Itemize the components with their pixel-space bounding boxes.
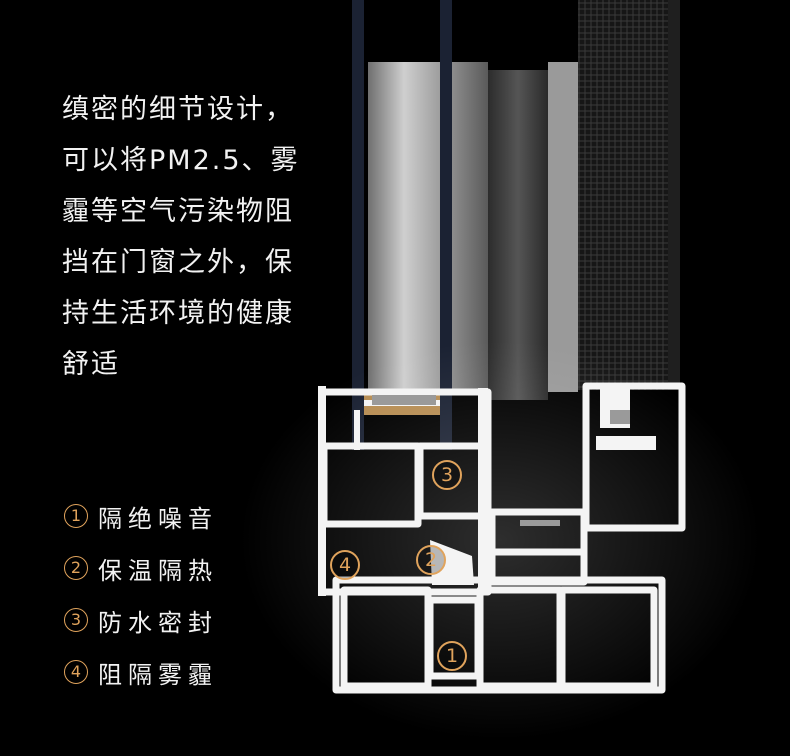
description-line: 持生活环境的健康 <box>62 298 294 329</box>
feature-number-badge: 2 <box>64 556 88 580</box>
mesh-edge <box>668 0 680 390</box>
marker-waterproof: 3 <box>432 460 462 490</box>
description-line: 可以将PM2.5、雾 <box>62 145 300 176</box>
description-line: 舒适 <box>62 349 120 380</box>
sash-upper-profile <box>368 62 488 392</box>
marker-smog: 4 <box>330 550 360 580</box>
marker-noise: 1 <box>437 641 467 671</box>
description-line: 霾等空气污染物阻 <box>62 196 294 227</box>
feature-label: 隔绝噪音 <box>98 504 218 533</box>
feature-label: 保温隔热 <box>98 556 218 585</box>
frame-upper-profile <box>548 62 578 392</box>
screen-mesh <box>578 0 668 390</box>
description-line: 缜密的细节设计， <box>62 94 294 125</box>
feature-number-badge: 4 <box>64 660 88 684</box>
glass-pane-inner <box>440 0 452 450</box>
feature-label: 阻隔雾霾 <box>98 660 218 689</box>
feature-number-badge: 3 <box>64 608 88 632</box>
feature-label: 防水密封 <box>98 608 218 637</box>
description-line: 挡在门窗之外，保 <box>62 247 294 278</box>
feature-item-noise: 1 隔绝噪音 <box>64 490 218 542</box>
marker-insulation: 2 <box>416 545 446 575</box>
description-text: 缜密的细节设计， 可以将PM2.5、雾 霾等空气污染物阻 挡在门窗之外，保 持生… <box>62 84 322 390</box>
feature-item-waterproof: 3 防水密封 <box>64 594 218 646</box>
feature-item-insulation: 2 保温隔热 <box>64 542 218 594</box>
feature-list: 1 隔绝噪音 2 保温隔热 3 防水密封 4 阻隔雾霾 <box>64 490 218 698</box>
thermal-break-details <box>372 395 630 526</box>
feature-number-badge: 1 <box>64 504 88 528</box>
glass-pane-outer <box>352 0 364 450</box>
feature-item-smog: 4 阻隔雾霾 <box>64 646 218 698</box>
